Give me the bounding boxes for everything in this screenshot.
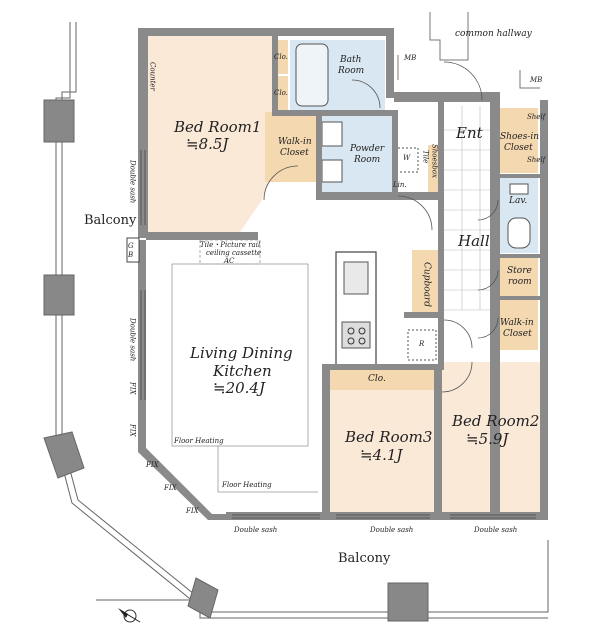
fridge-r-label: R	[419, 340, 425, 348]
balcony-west-label: Balcony	[84, 213, 137, 228]
sw-angled-wall	[138, 448, 226, 520]
ldk-name-line2: Kitchen	[213, 362, 272, 380]
kitchen-counter	[335, 251, 377, 367]
double-sash-south-2: Double sash	[370, 526, 414, 534]
common-hallway-lines	[397, 12, 540, 89]
bathtub	[295, 43, 329, 107]
store-floor	[498, 258, 538, 296]
door-swings	[263, 61, 499, 393]
gb-label-2: B	[128, 251, 134, 259]
bath-label-2: Room	[338, 66, 365, 76]
bedroom3-area: ≒4.1J	[360, 446, 403, 464]
walkin2-label-1: Walk-in	[500, 318, 534, 328]
double-sash-west-2: Double sash	[128, 318, 137, 362]
store-room-label-2: room	[508, 277, 532, 287]
ceiling-cassette-note: ceiling cassette	[206, 249, 262, 257]
lav-label: Lav.	[509, 196, 528, 206]
floor-heating-label-2: Floor Heating	[222, 481, 272, 489]
powder-sink	[321, 121, 343, 147]
bedroom2-floor	[438, 362, 540, 515]
hall-tile-grid	[444, 106, 496, 311]
balcony-south-label: Balcony	[338, 551, 391, 566]
cupboard-label: Cupboard	[421, 262, 432, 308]
ldk-area: ≒20.4J	[213, 379, 265, 397]
lin-label: Lin.	[393, 181, 407, 189]
toilet	[507, 183, 531, 249]
compass-icon	[118, 608, 141, 623]
bedroom1-floor	[146, 34, 272, 232]
bedroom2-name: Bed Room2	[452, 412, 540, 430]
double-sash-south-3: Double sash	[474, 526, 518, 534]
hall-label: Hall	[458, 232, 490, 250]
tile-picture-rail-note: Tile・Picture rail	[200, 241, 261, 249]
clo-label-1: Clo.	[274, 53, 288, 61]
gb-label-1: G	[128, 242, 134, 250]
bedroom2-area: ≒5.9J	[466, 430, 509, 448]
shoes-closet-label-2: Closet	[504, 143, 533, 153]
bedroom3-closet	[330, 370, 434, 390]
walls	[138, 28, 548, 520]
shelf-label-2: Shelf	[527, 156, 546, 164]
clo-label-2: Clo.	[274, 89, 288, 97]
common-hallway-label: common hallway	[455, 29, 532, 39]
store-room-label-1: Store	[507, 266, 532, 276]
fridge-space	[407, 329, 437, 361]
entrance-tile	[444, 106, 496, 196]
washer-w-label: W	[403, 154, 411, 162]
walkin1-label-1: Walk-in	[278, 137, 312, 147]
fix-label-1: FIX	[128, 382, 137, 395]
fix-label-3: FIX	[146, 461, 159, 469]
shelf-label-1: Shelf	[527, 113, 546, 121]
powder-label-2: Room	[354, 155, 381, 165]
walkin2-label-2: Closet	[503, 329, 532, 339]
shoes-closet-floor	[498, 108, 538, 173]
floor-heating-label-1: Floor Heating	[174, 437, 224, 445]
double-sash-south-1: Double sash	[234, 526, 278, 534]
fix-label-4: FIX	[164, 484, 177, 492]
bedroom1-name: Bed Room1	[174, 118, 262, 136]
bedroom3-floor	[330, 390, 434, 515]
balcony-pillar	[43, 99, 429, 622]
bedroom1-area: ≒8.5J	[186, 135, 229, 153]
bath-label-1: Bath	[340, 55, 362, 65]
windows	[140, 150, 536, 519]
room-floors	[146, 34, 540, 515]
cupboard-floor	[412, 250, 438, 312]
walkin1-label-2: Closet	[280, 148, 309, 158]
fix-label-2: FIX	[128, 424, 137, 437]
tile-label: Tile	[421, 150, 430, 164]
gb-box	[126, 237, 140, 263]
walkin2-floor	[498, 298, 538, 350]
double-sash-west-1: Double sash	[128, 160, 137, 204]
bedroom3-clo-label: Clo.	[368, 374, 386, 384]
powder-label-1: Powder	[350, 144, 385, 154]
mb-label-2: MB	[530, 76, 543, 84]
mb-label: MB	[404, 54, 417, 62]
counter-label: Counter	[148, 62, 157, 91]
ac-note: AC	[224, 257, 235, 265]
shoesbox-label: Shoesbox	[430, 144, 439, 178]
fix-label-5: FIX	[186, 507, 199, 515]
ldk-name-line1: Living Dining	[190, 344, 293, 362]
powder-sink-2	[321, 159, 343, 183]
entrance-label: Ent	[456, 124, 483, 142]
bedroom3-name: Bed Room3	[345, 428, 433, 446]
walkin1-floor	[265, 112, 317, 182]
shoes-closet-label-1: Shoes-in	[500, 132, 540, 142]
